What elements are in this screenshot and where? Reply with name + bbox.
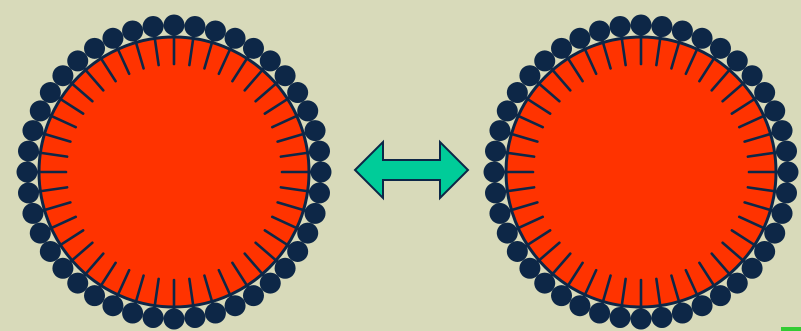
surfactant-head (589, 303, 610, 324)
surfactant-head (18, 141, 39, 162)
surfactant-head (305, 203, 326, 224)
surfactant-head (651, 16, 672, 37)
surfactant-head (507, 241, 528, 262)
surfactant-head (205, 303, 226, 324)
surfactant-head (710, 285, 731, 306)
surfactant-head (184, 16, 205, 37)
surfactant-head (589, 20, 610, 41)
surfactant-head (287, 82, 308, 103)
surfactant-head (551, 285, 572, 306)
surfactant-head (243, 38, 264, 59)
surfactant-head (551, 38, 572, 59)
surfactant-head (30, 100, 51, 121)
surfactant-head (742, 65, 763, 86)
surfactant-head (742, 258, 763, 279)
surfactant-head (225, 28, 246, 49)
micelle-core (39, 37, 309, 307)
surfactant-head (484, 162, 505, 183)
surfactant-head (489, 120, 510, 141)
surfactant-head (519, 258, 540, 279)
surfactant-head (67, 273, 88, 294)
surfactant-head (776, 182, 797, 203)
surfactant-head (30, 223, 51, 244)
surfactant-head (260, 273, 281, 294)
surfactant-head (754, 82, 775, 103)
surfactant-head (497, 100, 518, 121)
surfactant-head (772, 203, 793, 224)
surfactant-head (297, 223, 318, 244)
surfactant-head (610, 307, 631, 328)
surfactant-head (275, 65, 296, 86)
surfactant-head (672, 20, 693, 41)
surfactant-head (40, 82, 61, 103)
surfactant-head (485, 182, 506, 203)
surfactant-head (143, 16, 164, 37)
surfactant-head (778, 162, 799, 183)
surfactant-head (569, 295, 590, 316)
surfactant-head (764, 223, 785, 244)
surfactant-head (84, 285, 105, 306)
surfactant-head (67, 50, 88, 71)
surfactant-head (260, 50, 281, 71)
surfactant-head (122, 303, 143, 324)
surfactant-head (710, 38, 731, 59)
surfactant-head (52, 258, 73, 279)
surfactant-head (164, 15, 185, 36)
surfactant-head (534, 50, 555, 71)
corner-mark (781, 327, 801, 331)
surfactant-head (776, 141, 797, 162)
surfactant-head (631, 309, 652, 330)
surfactant-head (84, 38, 105, 59)
surfactant-head (184, 307, 205, 328)
surfactant-head (102, 28, 123, 49)
surfactant-head (122, 20, 143, 41)
surfactant-head (18, 182, 39, 203)
surfactant-head (610, 16, 631, 37)
surfactant-head (692, 295, 713, 316)
surfactant-head (519, 65, 540, 86)
surfactant-head (727, 50, 748, 71)
surfactant-head (305, 120, 326, 141)
surfactant-head (489, 203, 510, 224)
surfactant-head (102, 295, 123, 316)
surfactant-head (497, 223, 518, 244)
surfactant-head (225, 295, 246, 316)
surfactant-head (143, 307, 164, 328)
micelle-core (506, 37, 776, 307)
surfactant-head (52, 65, 73, 86)
surfactant-head (287, 241, 308, 262)
surfactant-head (309, 182, 330, 203)
surfactant-head (40, 241, 61, 262)
surfactant-head (507, 82, 528, 103)
surfactant-head (534, 273, 555, 294)
surfactant-head (297, 100, 318, 121)
surfactant-head (205, 20, 226, 41)
surfactant-head (164, 309, 185, 330)
surfactant-head (22, 203, 43, 224)
surfactant-head (672, 303, 693, 324)
surfactant-head (651, 307, 672, 328)
surfactant-head (22, 120, 43, 141)
surfactant-head (631, 15, 652, 36)
surfactant-head (692, 28, 713, 49)
surfactant-head (772, 120, 793, 141)
surfactant-head (754, 241, 775, 262)
surfactant-head (311, 162, 332, 183)
surfactant-head (727, 273, 748, 294)
surfactant-head (17, 162, 38, 183)
surfactant-head (485, 141, 506, 162)
surfactant-head (275, 258, 296, 279)
surfactant-head (243, 285, 264, 306)
surfactant-head (764, 100, 785, 121)
surfactant-head (569, 28, 590, 49)
surfactant-head (309, 141, 330, 162)
